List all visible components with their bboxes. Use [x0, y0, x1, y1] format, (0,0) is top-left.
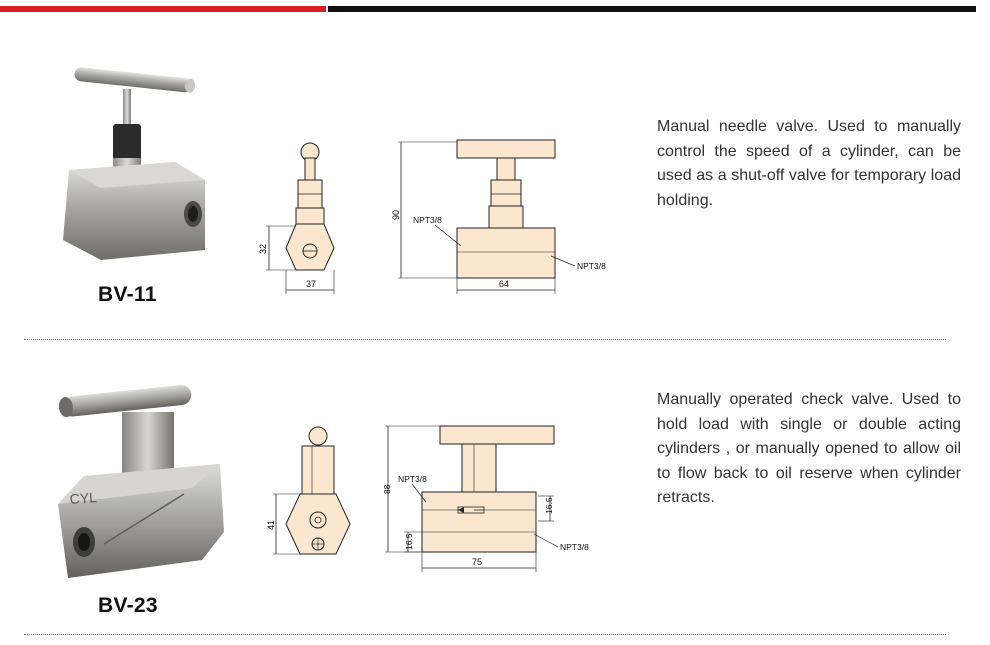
model-label: BV-23	[98, 594, 158, 617]
section-divider	[24, 634, 946, 635]
product-description: Manual needle valve. Used to manually co…	[657, 118, 961, 209]
side-height-label: 32	[258, 244, 268, 254]
header-accent-bar	[0, 6, 326, 12]
model-label: BV-11	[98, 283, 157, 306]
port-offset-left-label: 16.5	[404, 533, 414, 550]
port-label-bottom: NPT3/8	[577, 261, 606, 271]
side-view-drawing: 41	[266, 426, 351, 555]
body-length-label: 75	[472, 557, 482, 567]
side-width-label: 37	[306, 279, 316, 289]
height-label: 90	[391, 210, 401, 220]
side-height-label: 41	[266, 520, 276, 530]
front-view-drawing: 90 64 NPT3/8 NPT3/8	[391, 139, 606, 294]
photo-marking: CYL	[69, 489, 97, 507]
body-length-label: 64	[499, 279, 509, 289]
port-label-bottom: NPT3/8	[560, 542, 589, 552]
front-view-drawing: 88 16.5 16.5 75 NPT3/8 NPT3/8	[382, 425, 589, 572]
product-bv-11: BV-11 32 37 90 64 NPT3/8	[63, 67, 961, 306]
product-description: Manually operated check valve. Used to h…	[657, 391, 961, 506]
side-view-drawing: 32 37	[258, 142, 335, 294]
needle-valve-photo	[63, 67, 205, 260]
header-bar	[328, 6, 976, 12]
port-offset-right-label: 16.5	[544, 497, 554, 514]
port-label-top: NPT3/8	[398, 474, 427, 484]
section-divider	[24, 339, 946, 340]
port-label-top: NPT3/8	[413, 215, 442, 225]
product-bv-23: CYL BV-23 41 88 16.5	[0, 340, 990, 630]
check-valve-photo: CYL	[58, 385, 224, 578]
height-label: 88	[382, 484, 392, 494]
